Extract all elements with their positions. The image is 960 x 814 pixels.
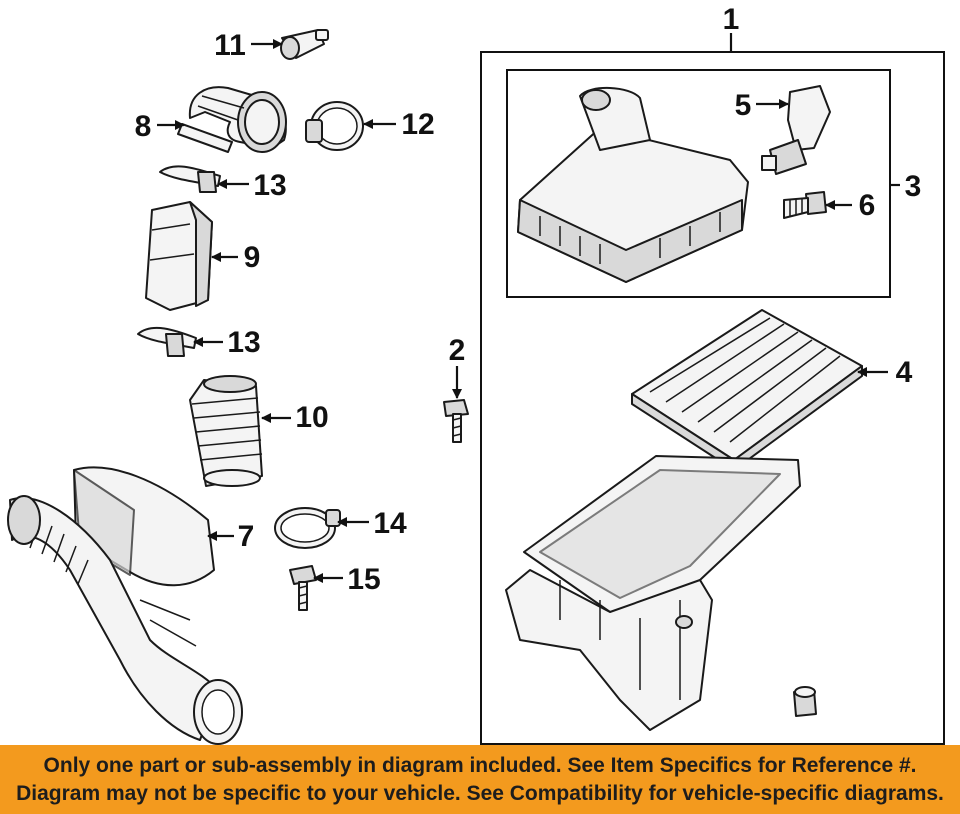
grommet[interactable] xyxy=(793,686,817,717)
svg-text:1: 1 xyxy=(723,3,740,36)
svg-text:6: 6 xyxy=(859,189,876,222)
disclaimer-line-2: Diagram may not be specific to your vehi… xyxy=(16,781,944,805)
part-5-maf-sensor[interactable] xyxy=(761,85,831,175)
svg-text:8: 8 xyxy=(135,110,152,143)
svg-text:12: 12 xyxy=(401,108,434,141)
callout-14: 14 xyxy=(337,507,407,540)
part-3-air-cleaner-cover[interactable] xyxy=(517,86,749,283)
callout-6: 6 xyxy=(825,189,876,222)
callout-7: 7 xyxy=(207,520,255,553)
svg-text:14: 14 xyxy=(373,507,407,540)
svg-text:13: 13 xyxy=(253,169,286,202)
part-12-clamp[interactable] xyxy=(305,101,364,151)
callout-8: 8 xyxy=(135,110,185,143)
assembly-outer-frame xyxy=(480,51,945,745)
part-13-upper-clip[interactable] xyxy=(159,165,221,193)
part-6-screw[interactable] xyxy=(783,191,827,219)
callout-10: 10 xyxy=(261,401,329,434)
callout-4: 4 xyxy=(857,356,913,389)
svg-text:4: 4 xyxy=(896,356,913,389)
disclaimer-line-1: Only one part or sub-assembly in diagram… xyxy=(43,753,917,777)
callout-12: 12 xyxy=(363,108,435,141)
part-11-sensor[interactable] xyxy=(280,29,329,60)
part-9-duct[interactable] xyxy=(145,201,213,311)
callout-9: 9 xyxy=(211,241,261,274)
svg-text:10: 10 xyxy=(295,401,328,434)
svg-text:7: 7 xyxy=(238,520,255,553)
svg-text:11: 11 xyxy=(214,29,246,62)
part-10-bellows-hose[interactable] xyxy=(189,375,263,487)
part-2-bolt[interactable] xyxy=(443,399,469,443)
callout-11: 11 xyxy=(214,29,283,62)
assembly-upper-frame xyxy=(506,69,891,298)
svg-text:5: 5 xyxy=(735,89,752,122)
part-15-bolt[interactable] xyxy=(289,565,317,611)
part-13-lower-clip[interactable] xyxy=(137,326,197,357)
callout-13-upper: 13 xyxy=(217,169,287,202)
svg-text:3: 3 xyxy=(905,170,922,203)
svg-text:13: 13 xyxy=(227,326,260,359)
parts-diagram: 1 2 3 4 5 6 7 8 9 10 11 12 xyxy=(7,3,945,745)
svg-text:9: 9 xyxy=(244,241,261,274)
callout-3: 3 xyxy=(890,170,921,203)
svg-text:2: 2 xyxy=(449,334,466,367)
callout-13-lower: 13 xyxy=(193,326,261,359)
disclaimer-banner: Only one part or sub-assembly in diagram… xyxy=(0,745,960,814)
part-7-resonator[interactable] xyxy=(7,466,243,745)
callout-2: 2 xyxy=(449,334,466,399)
part-4-air-filter[interactable] xyxy=(631,309,863,471)
callout-5: 5 xyxy=(735,89,789,122)
svg-text:15: 15 xyxy=(347,563,380,596)
part-14-clamp[interactable] xyxy=(274,507,341,549)
callout-15: 15 xyxy=(313,563,381,596)
part-8-intake-elbow[interactable] xyxy=(177,86,287,153)
lower-air-cleaner-case[interactable] xyxy=(505,455,801,731)
callout-1: 1 xyxy=(723,3,740,52)
